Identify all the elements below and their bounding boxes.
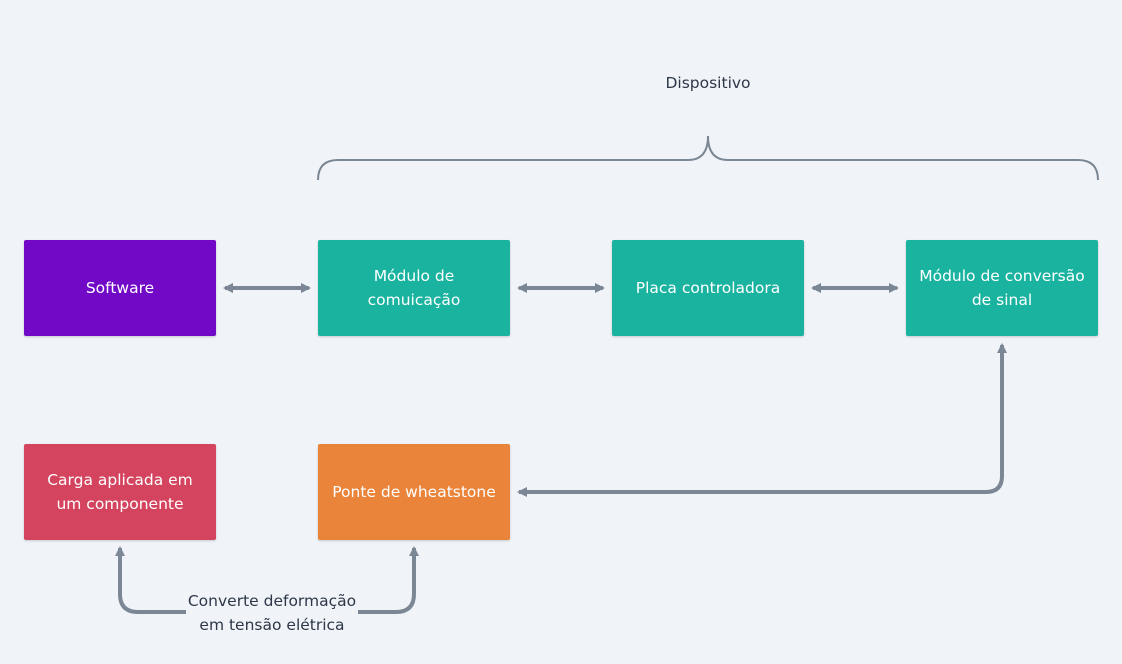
node-wheatstone-bridge[interactable]: Ponte de wheatstone — [318, 444, 510, 540]
node-software-label: Software — [85, 279, 155, 297]
node-communication-module-label: Módulo de comuicação — [367, 267, 461, 309]
node-applied-load[interactable]: Carga aplicada em um componente — [24, 444, 216, 540]
node-signal-conversion-module[interactable]: Módulo de conversão de sinal — [906, 240, 1098, 336]
node-applied-load-label: Carga aplicada em um componente — [47, 471, 193, 513]
group-label-dispositivo: Dispositivo — [608, 71, 808, 95]
edge-label-deformation: Converte deformação em tensão elétrica — [182, 589, 362, 637]
edge-label-background — [186, 588, 358, 636]
node-controller-board-label: Placa controladora — [635, 279, 781, 297]
dispositivo-brace — [317, 135, 1099, 181]
node-wheatstone-bridge-label: Ponte de wheatstone — [332, 483, 496, 501]
node-software[interactable]: Software — [24, 240, 216, 336]
edge-bridge-conversion — [517, 343, 1007, 497]
group-label-text: Dispositivo — [665, 74, 751, 92]
node-signal-conversion-module-label: Módulo de conversão de sinal — [919, 267, 1085, 309]
edge-label-deformation-text: Converte deformação em tensão elétrica — [187, 592, 357, 634]
node-controller-board[interactable]: Placa controladora — [612, 240, 804, 336]
node-communication-module[interactable]: Módulo de comuicação — [318, 240, 510, 336]
